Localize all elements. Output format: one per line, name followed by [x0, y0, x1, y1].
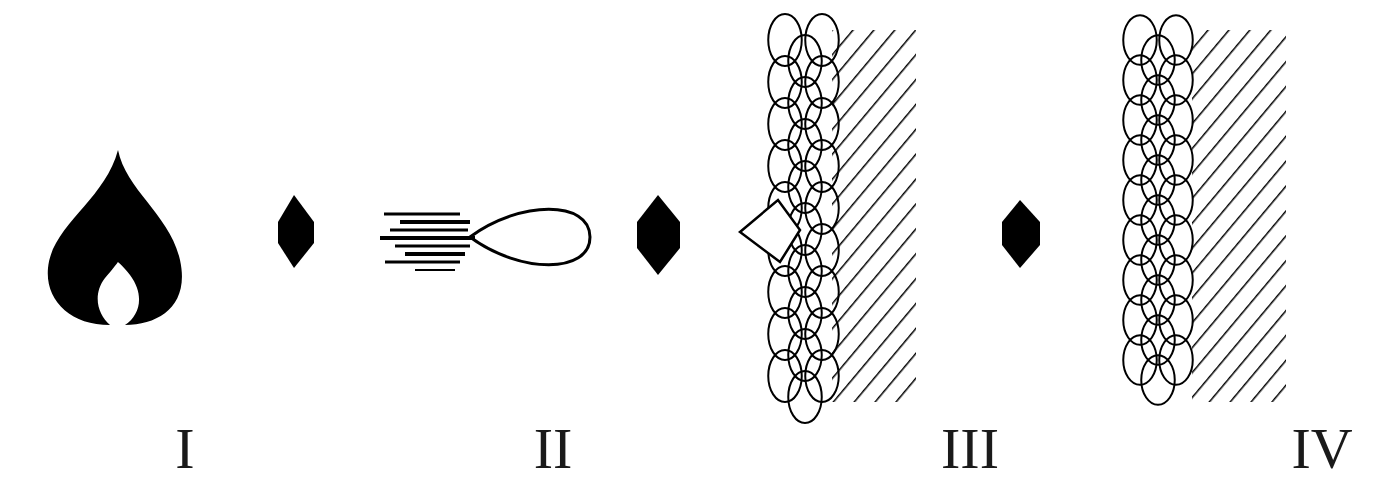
- scale-stroke: [805, 350, 839, 402]
- scale-stroke: [768, 56, 802, 108]
- scale-stroke: [768, 266, 802, 318]
- scale-stroke: [1159, 255, 1193, 305]
- moving-particle: [380, 209, 590, 270]
- scale-stroke: [1159, 335, 1193, 385]
- scale-stroke: [768, 308, 802, 360]
- scale-stroke: [805, 56, 839, 108]
- scale-stroke: [1123, 55, 1157, 105]
- scale-stroke: [1141, 355, 1175, 405]
- stage-label: III: [941, 420, 999, 478]
- scale-stroke: [805, 224, 839, 276]
- scale-stroke: [768, 98, 802, 150]
- scale-stroke: [1159, 135, 1193, 185]
- stage-label: II: [534, 420, 573, 478]
- scale-stroke: [1159, 295, 1193, 345]
- scale-stroke: [805, 182, 839, 234]
- scale-stroke: [1159, 175, 1193, 225]
- hatched-wall: [832, 30, 916, 402]
- scale-stroke: [768, 140, 802, 192]
- particle-dot: [1002, 200, 1040, 268]
- scale-stroke: [805, 140, 839, 192]
- scale-stroke: [1141, 75, 1175, 125]
- scale-stroke: [805, 14, 839, 66]
- scale-stroke: [1159, 15, 1193, 65]
- scale-stroke: [1159, 95, 1193, 145]
- scale-stroke: [768, 14, 802, 66]
- scale-stroke: [1123, 135, 1157, 185]
- scale-stroke: [1141, 235, 1175, 285]
- scale-stroke: [805, 266, 839, 318]
- scale-stroke: [1123, 335, 1157, 385]
- scale-stroke: [1141, 155, 1175, 205]
- impact-particle: [740, 200, 800, 262]
- hatched-wall: [1192, 30, 1286, 402]
- scale-stroke: [1123, 295, 1157, 345]
- scale-stroke: [1123, 15, 1157, 65]
- scale-stroke: [1159, 215, 1193, 265]
- scale-stroke: [1123, 175, 1157, 225]
- scale-stroke: [1141, 315, 1175, 365]
- scale-stroke: [1123, 95, 1157, 145]
- stage-label: I: [175, 420, 194, 478]
- scale-stroke: [1123, 215, 1157, 265]
- flame-symbol: [48, 150, 182, 325]
- scale-stroke: [1141, 115, 1175, 165]
- scale-stroke: [1159, 55, 1193, 105]
- scale-stroke: [1141, 275, 1175, 325]
- particle-dot: [278, 195, 314, 268]
- scale-layer: [1123, 15, 1193, 405]
- scale-stroke: [1141, 35, 1175, 85]
- particle-dot: [637, 195, 680, 275]
- scale-stroke: [805, 308, 839, 360]
- scale-stroke: [768, 350, 802, 402]
- scale-stroke: [1123, 255, 1157, 305]
- scale-stroke: [805, 98, 839, 150]
- stage-label: IV: [1291, 420, 1352, 478]
- scale-stroke: [1141, 195, 1175, 245]
